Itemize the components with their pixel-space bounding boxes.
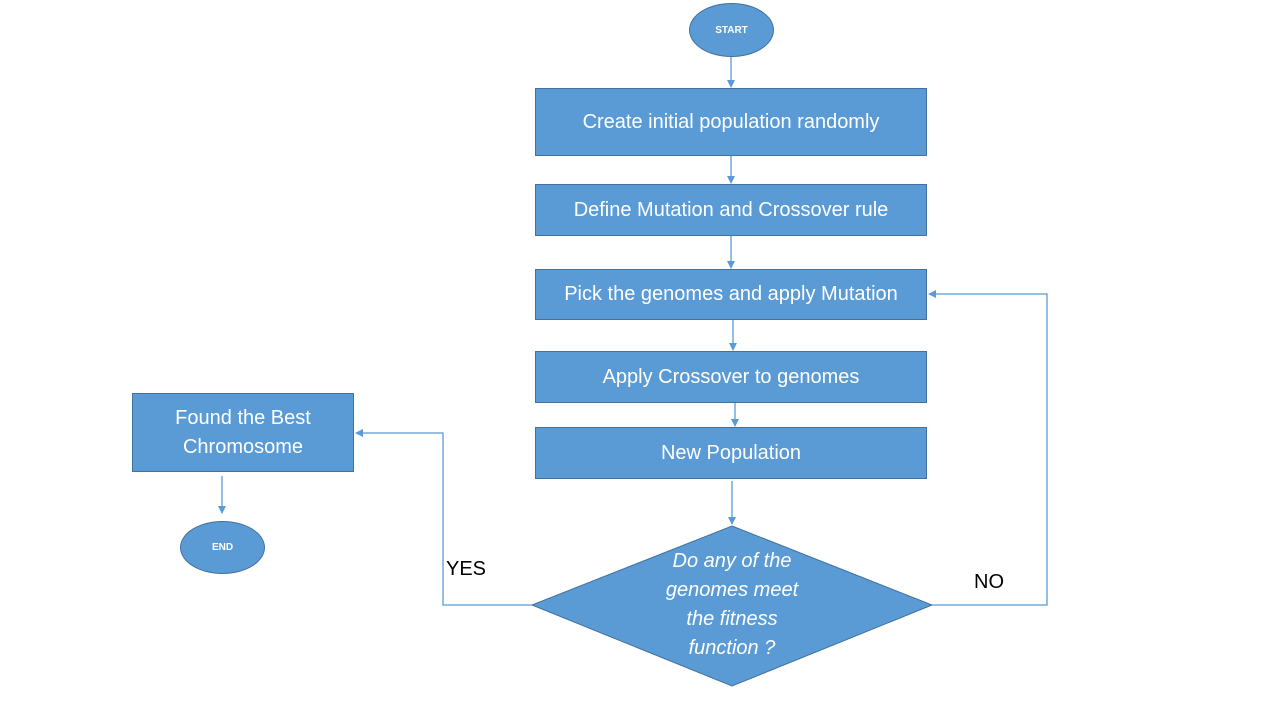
start-node: START (689, 3, 774, 57)
arrow-no-to-mutation (928, 290, 1048, 606)
decision-diamond (530, 525, 934, 687)
arrow-yes-to-found-best (355, 429, 532, 606)
define-rules-step: Define Mutation and Crossover rule (535, 184, 927, 236)
end-node: END (180, 521, 265, 574)
yes-branch-label: YES (446, 558, 487, 580)
no-branch-label: NO (974, 571, 1004, 593)
found-best-chromosome-step: Found the Best Chromosome (132, 393, 354, 472)
new-population-step: New Population (535, 427, 927, 479)
apply-crossover-step: Apply Crossover to genomes (535, 351, 927, 403)
create-population-step: Create initial population randomly (535, 88, 927, 156)
fitness-check-label: Do any of the genomes meet the fitness f… (665, 550, 799, 659)
apply-mutation-step: Pick the genomes and apply Mutation (535, 269, 927, 320)
